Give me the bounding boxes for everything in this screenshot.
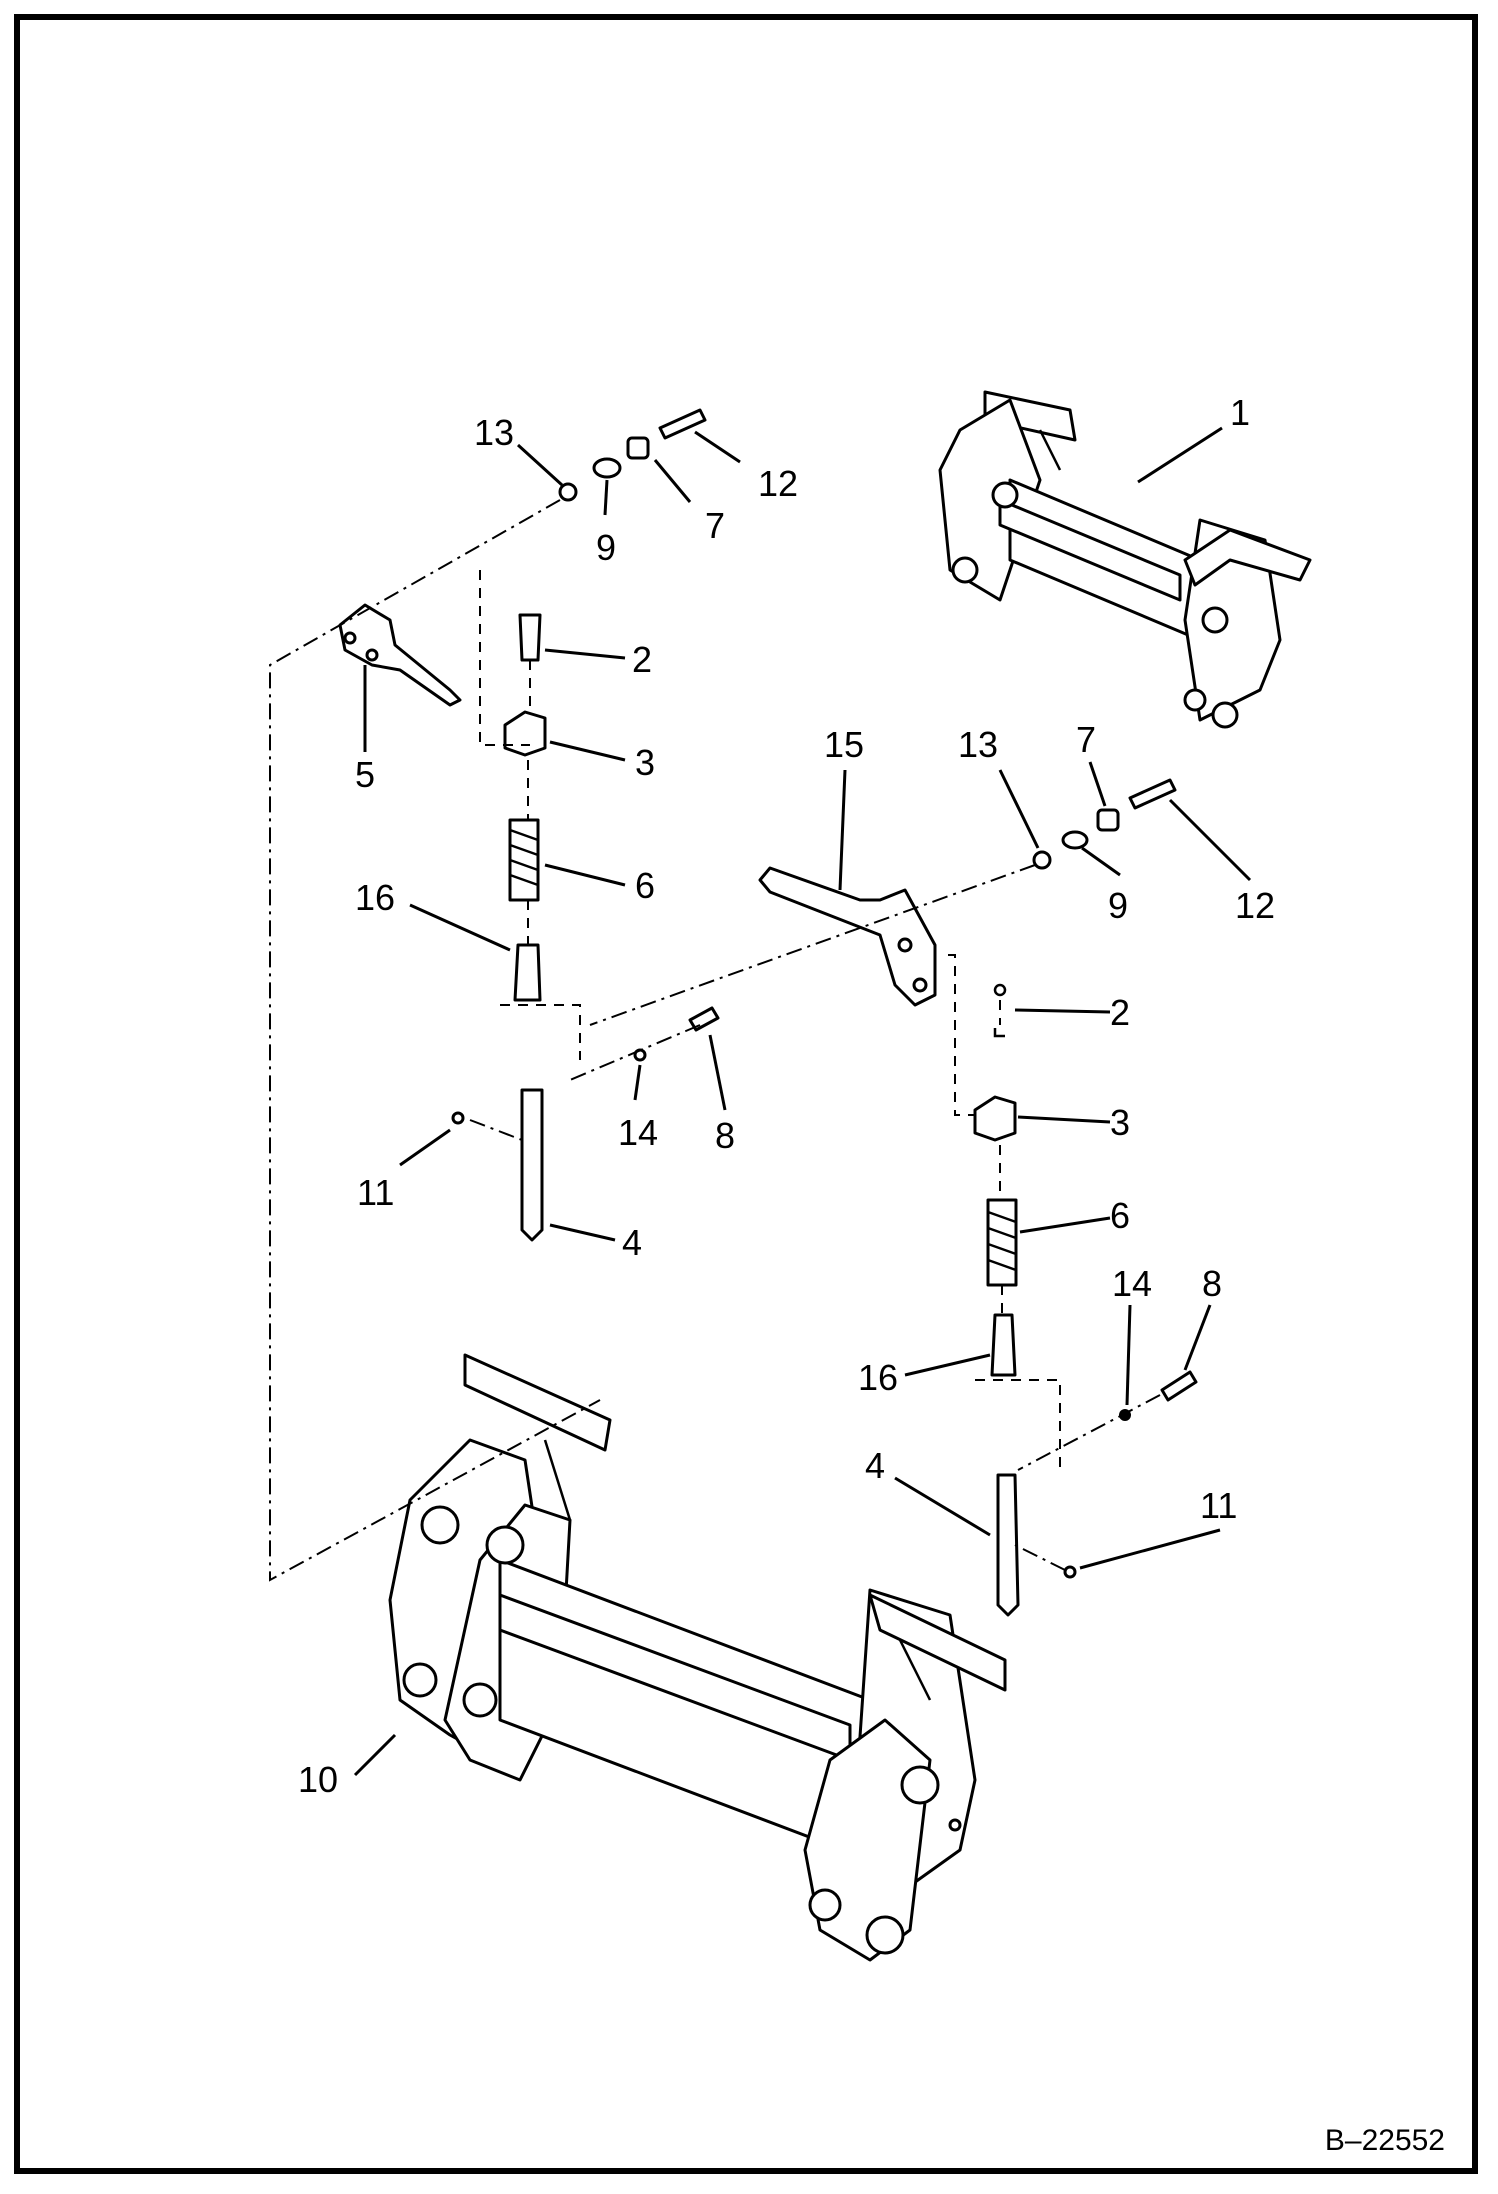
part-4-latch-left [520, 1088, 544, 1242]
callout-4-right: 4 [865, 1445, 885, 1486]
part-2-pin-right [993, 983, 1007, 1038]
right-latch-group [589, 778, 1198, 1617]
part-2-pin-left [518, 613, 542, 662]
callout-16-left: 16 [355, 877, 395, 918]
part-11-nut-right [1063, 1565, 1077, 1579]
callout-11-right: 11 [1200, 1485, 1237, 1526]
callout-9-right: 9 [1108, 885, 1128, 926]
part-16-plunger-left [513, 943, 542, 1002]
callout-14-left: 14 [618, 1112, 658, 1153]
part-7-bushing-right [1096, 808, 1120, 832]
callout-9-left: 9 [596, 527, 616, 568]
assembly-10-mounting-frame [388, 1353, 1007, 1962]
part-9-washer-right [1061, 830, 1089, 850]
left-latch-group [269, 408, 720, 1582]
callout-8-left: 8 [715, 1115, 735, 1156]
callout-16-right: 16 [858, 1357, 898, 1398]
callout-3-right: 3 [1110, 1102, 1130, 1143]
callout-7-left: 7 [705, 505, 725, 546]
callout-labels: 1 13 9 7 12 2 5 3 6 16 14 8 11 4 15 13 7… [298, 392, 1275, 1800]
callout-6-left: 6 [635, 865, 655, 906]
callout-13-right: 13 [958, 724, 998, 765]
callout-10: 10 [298, 1759, 338, 1800]
callout-8-right: 8 [1202, 1263, 1222, 1304]
callout-7-right: 7 [1076, 719, 1096, 760]
callout-12-right: 12 [1235, 885, 1275, 926]
assembly-1-mounting-frame [938, 390, 1312, 729]
callout-2-left: 2 [632, 639, 652, 680]
part-16-plunger-right [990, 1313, 1017, 1377]
callout-12-left: 12 [758, 463, 798, 504]
diagram-frame [14, 14, 1478, 2174]
drawing-reference: B–22552 [1325, 2124, 1445, 2157]
callout-3-left: 3 [635, 742, 655, 783]
part-11-nut-left [451, 1111, 465, 1125]
callout-11-left: 11 [357, 1172, 394, 1213]
part-4-latch-right [996, 1473, 1020, 1617]
part-5-handle-left [338, 603, 462, 707]
callout-13-left: 13 [474, 412, 514, 453]
part-15-handle-right [758, 866, 937, 1007]
callout-5: 5 [355, 754, 375, 795]
part-9-washer-left [592, 457, 622, 479]
callout-14-right: 14 [1112, 1263, 1152, 1304]
callout-6-right: 6 [1110, 1195, 1130, 1236]
part-12-bolt-right [1128, 778, 1177, 810]
callout-1: 1 [1230, 392, 1250, 433]
part-6-spring-left [508, 818, 540, 902]
leader-lines [353, 426, 1252, 1777]
part-8-pin-right [1160, 1370, 1198, 1402]
part-3-block-left [503, 710, 547, 757]
callout-15: 15 [824, 724, 864, 765]
part-13-nut-left [558, 482, 578, 502]
part-7-bushing-left [626, 436, 650, 460]
part-13-nut-right [1032, 850, 1052, 870]
part-3-block-right [973, 1095, 1017, 1142]
callout-4-left: 4 [622, 1222, 642, 1263]
callout-2-right: 2 [1110, 992, 1130, 1033]
part-12-bolt-left [658, 408, 707, 440]
part-6-spring-right [986, 1198, 1018, 1287]
